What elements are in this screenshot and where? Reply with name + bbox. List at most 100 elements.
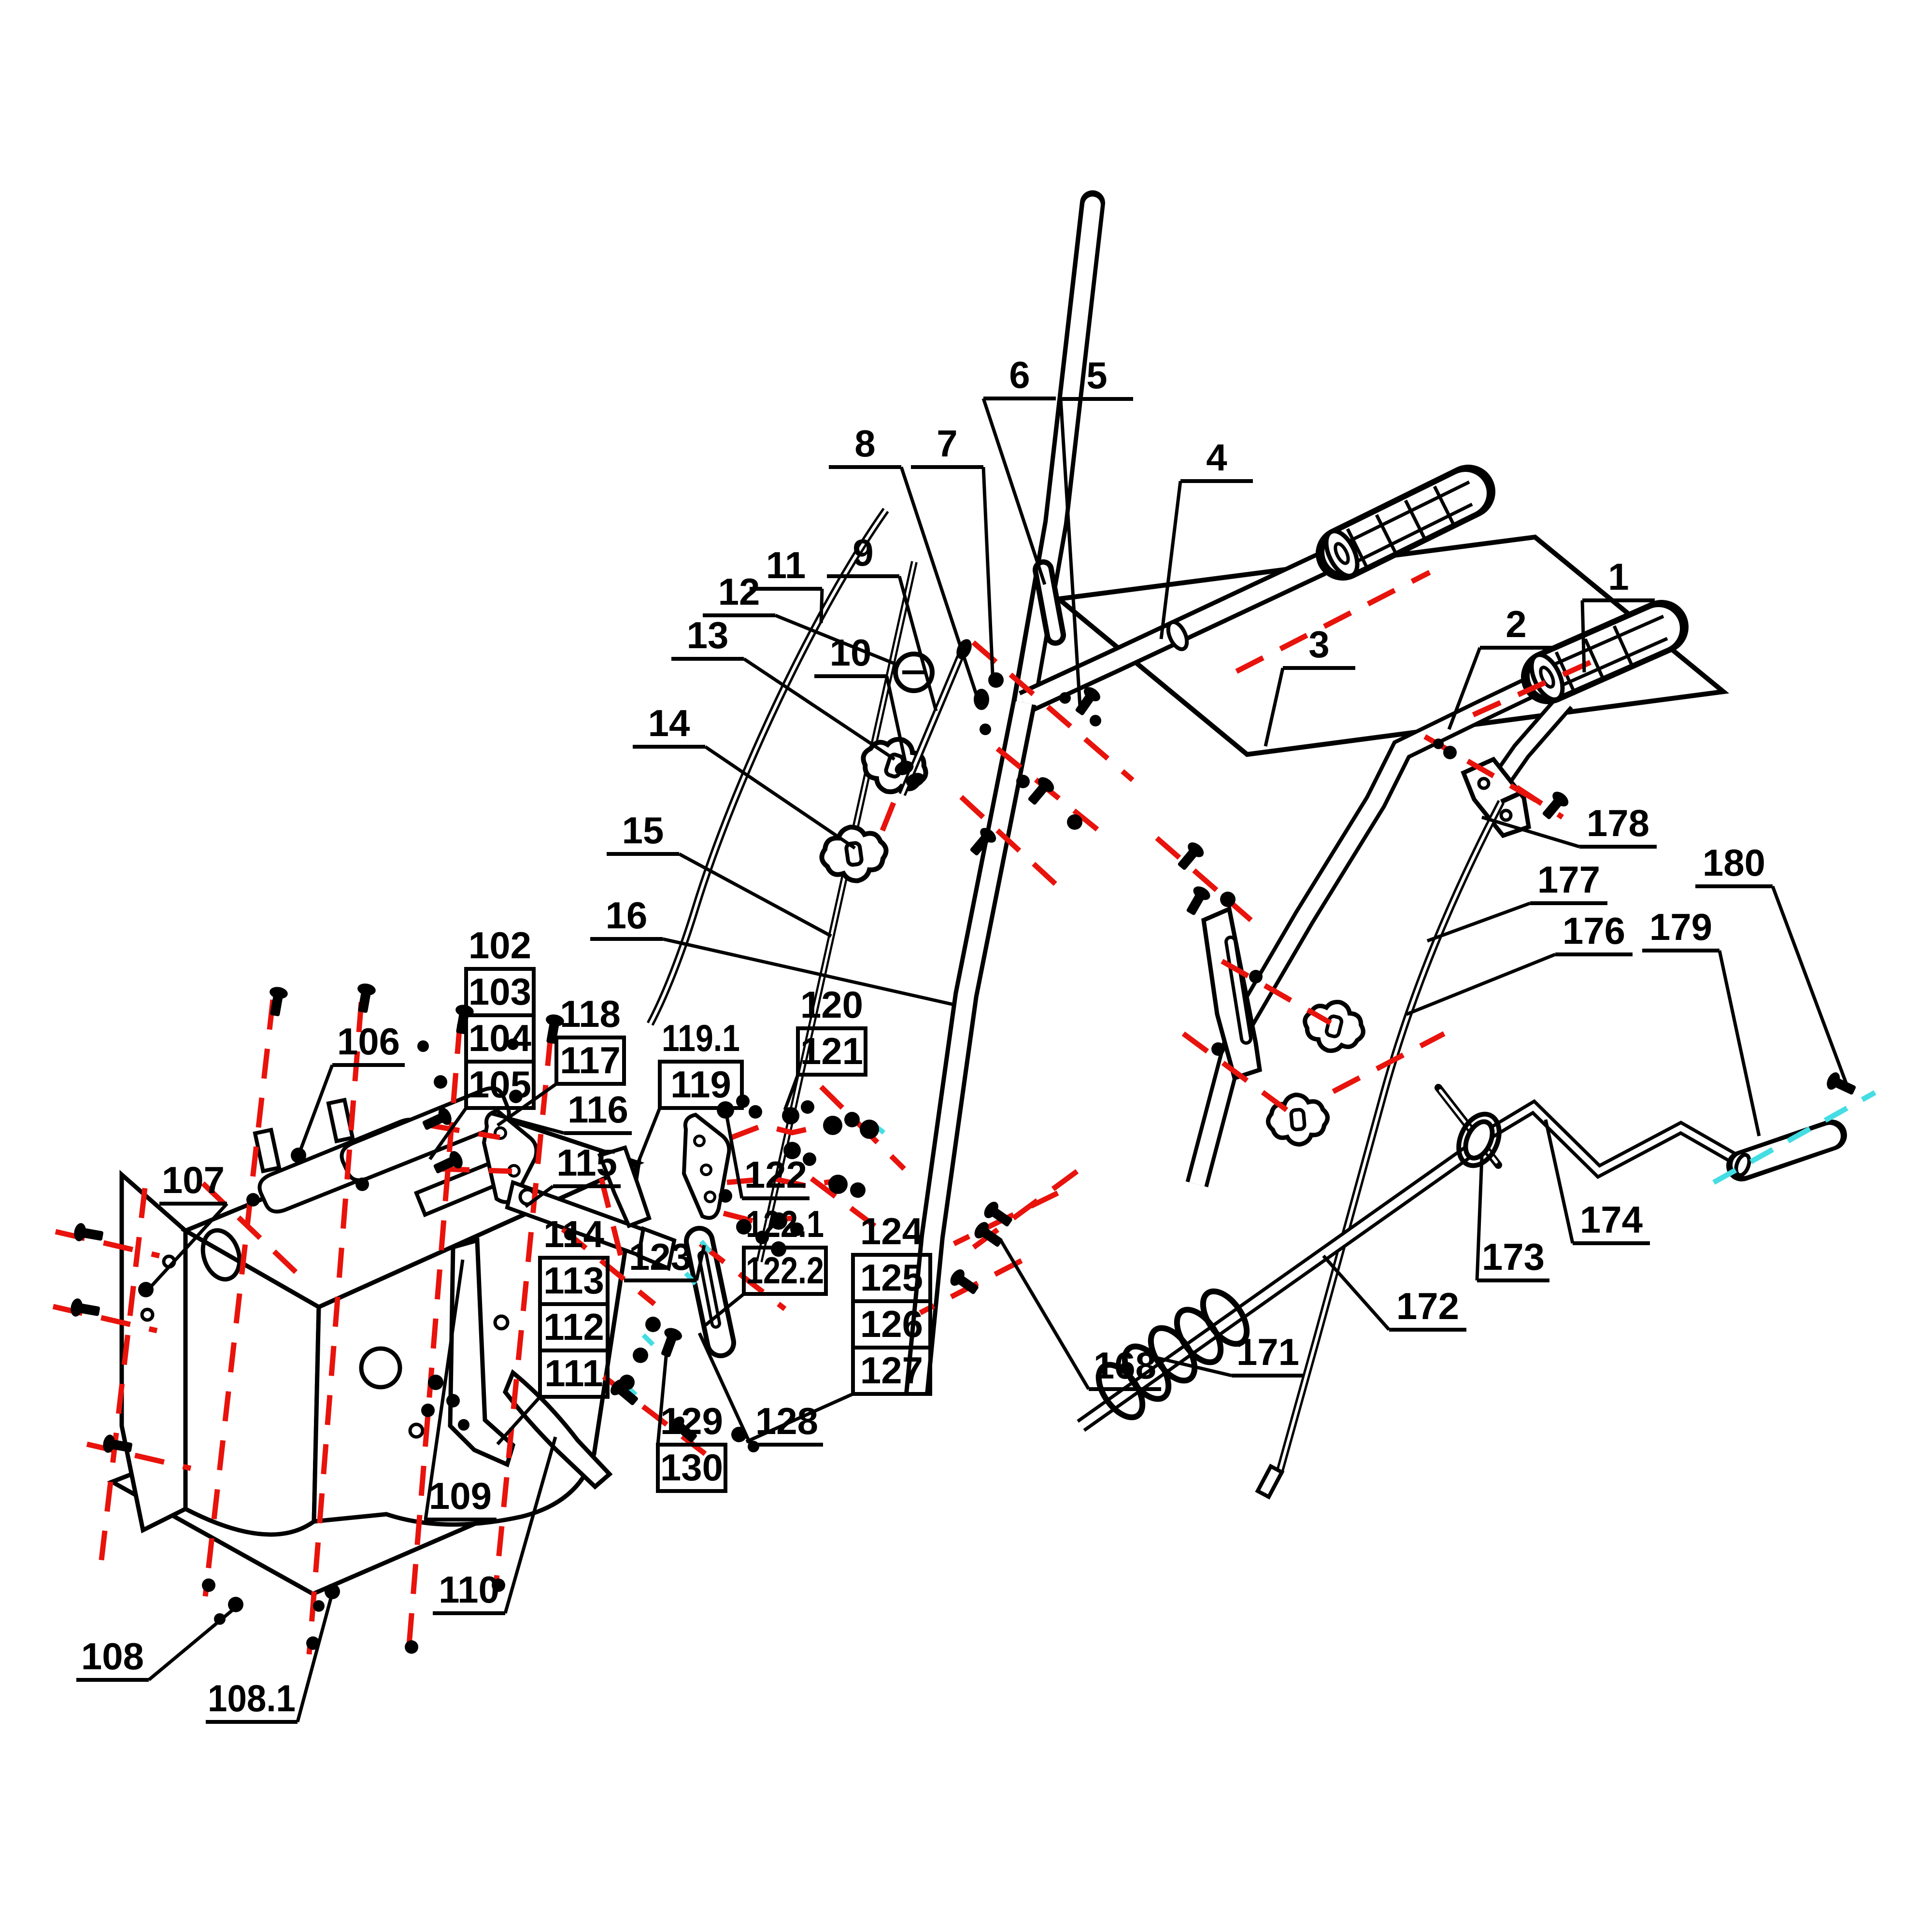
shift-levers [448, 1237, 613, 1490]
leader-line-107 [146, 1202, 228, 1292]
leader-line-171 [1154, 1355, 1232, 1378]
leader-line-15 [678, 852, 832, 938]
leader-line-13 [743, 657, 895, 761]
part-number-107: 107 [162, 1159, 225, 1201]
part-number-112: 112 [543, 1306, 604, 1348]
callout-168: 168 [999, 1239, 1161, 1391]
leader-line-128 [697, 1332, 753, 1446]
callout-172: 172 [1322, 1254, 1466, 1332]
part-number-104: 104 [469, 1017, 531, 1059]
part-number-2: 2 [1506, 603, 1526, 645]
part-number-105: 105 [469, 1063, 531, 1106]
callout-box-127 [851, 1346, 932, 1396]
callout-4: 4 [1159, 436, 1253, 639]
leader-line-120 [783, 1074, 800, 1111]
part-number-111: 111 [544, 1352, 603, 1394]
callout-2: 2 [1447, 603, 1552, 730]
leader-line-12 [774, 613, 900, 668]
part-number-180: 180 [1703, 841, 1765, 884]
part-number-127: 127 [860, 1349, 923, 1392]
crank-rod-assembly [1077, 1084, 1847, 1432]
part-number-174: 174 [1580, 1198, 1643, 1241]
callout-115: 115 [524, 1141, 621, 1208]
leader-line-8 [899, 466, 980, 702]
part-number-179: 179 [1649, 906, 1712, 948]
part-number-102: 102 [469, 924, 531, 966]
callout-box-105 [464, 1060, 536, 1110]
part-number-122.2: 122.2 [746, 1249, 824, 1292]
leader-line-6 [981, 398, 1047, 585]
part-number-114: 114 [543, 1213, 604, 1255]
part-number-108: 108 [81, 1635, 144, 1677]
part-number-113: 113 [543, 1259, 604, 1302]
callout-box-117 [554, 1036, 626, 1086]
leader-line-122.1 [701, 1293, 745, 1329]
part-number-177: 177 [1537, 858, 1600, 901]
callout-11: 11 [750, 544, 824, 624]
callout-108.1: 108.1 [206, 1592, 334, 1724]
leader-line-108.1 [296, 1592, 334, 1722]
callout-9: 9 [827, 531, 938, 711]
part-number-11: 11 [766, 544, 806, 586]
callout-3: 3 [1264, 623, 1355, 747]
part-number-128: 128 [755, 1400, 818, 1442]
callout-107: 107 [146, 1159, 228, 1292]
leader-line-174 [1544, 1119, 1575, 1244]
callout-171: 171 [1154, 1331, 1304, 1378]
part-number-16: 16 [606, 894, 648, 937]
part-number-5: 5 [1086, 354, 1107, 397]
part-number-109: 109 [429, 1475, 492, 1517]
part-number-119.1: 119.1 [662, 1017, 740, 1059]
callout-7: 7 [911, 422, 995, 684]
leader-line-173 [1475, 1156, 1484, 1281]
leader-line-11 [819, 588, 824, 624]
callout-180: 180 [1695, 841, 1848, 1084]
callout-14: 14 [633, 702, 856, 850]
leader-line-129 [656, 1351, 668, 1445]
leader-line-179 [1718, 950, 1761, 1136]
part-number-173: 173 [1482, 1236, 1545, 1278]
part-number-124: 124 [860, 1210, 923, 1252]
leader-line-14 [704, 745, 856, 850]
leader-line-4 [1159, 481, 1182, 639]
part-number-115: 115 [556, 1141, 617, 1184]
callout-128: 128 [697, 1332, 823, 1447]
part-number-116: 116 [568, 1088, 628, 1131]
part-number-8: 8 [854, 422, 875, 465]
leader-line-3 [1264, 668, 1285, 747]
part-number-171: 171 [1236, 1331, 1299, 1373]
callout-layer: 1234567891011121314151610210310410511811… [76, 354, 1848, 1724]
callout-12: 12 [703, 570, 900, 668]
part-number-119: 119 [670, 1063, 731, 1106]
leader-line-7 [981, 467, 995, 684]
leader-line-5 [1059, 398, 1082, 707]
leader-line-110 [503, 1436, 557, 1614]
part-number-4: 4 [1206, 436, 1227, 479]
part-number-106: 106 [337, 1020, 400, 1063]
leader-line-123 [695, 1245, 706, 1281]
part-number-126: 126 [860, 1303, 923, 1345]
left-handlebar [904, 190, 1327, 1395]
callout-110: 110 [433, 1436, 557, 1615]
callout-6: 6 [981, 354, 1056, 585]
leader-line-16 [662, 937, 954, 1007]
part-number-130: 130 [660, 1446, 723, 1489]
leader-line-10 [885, 676, 908, 766]
callout-box-122.2 [742, 1246, 828, 1296]
left-grip [1316, 465, 1495, 581]
part-number-176: 176 [1563, 909, 1625, 952]
part-number-13: 13 [687, 614, 729, 656]
leader-line-109 [424, 1259, 465, 1520]
part-number-9: 9 [852, 531, 873, 574]
leader-line-2 [1447, 647, 1482, 730]
callout-box-119 [658, 1060, 744, 1110]
callout-122: 122 [724, 1108, 810, 1200]
leader-line-177 [1426, 901, 1531, 943]
